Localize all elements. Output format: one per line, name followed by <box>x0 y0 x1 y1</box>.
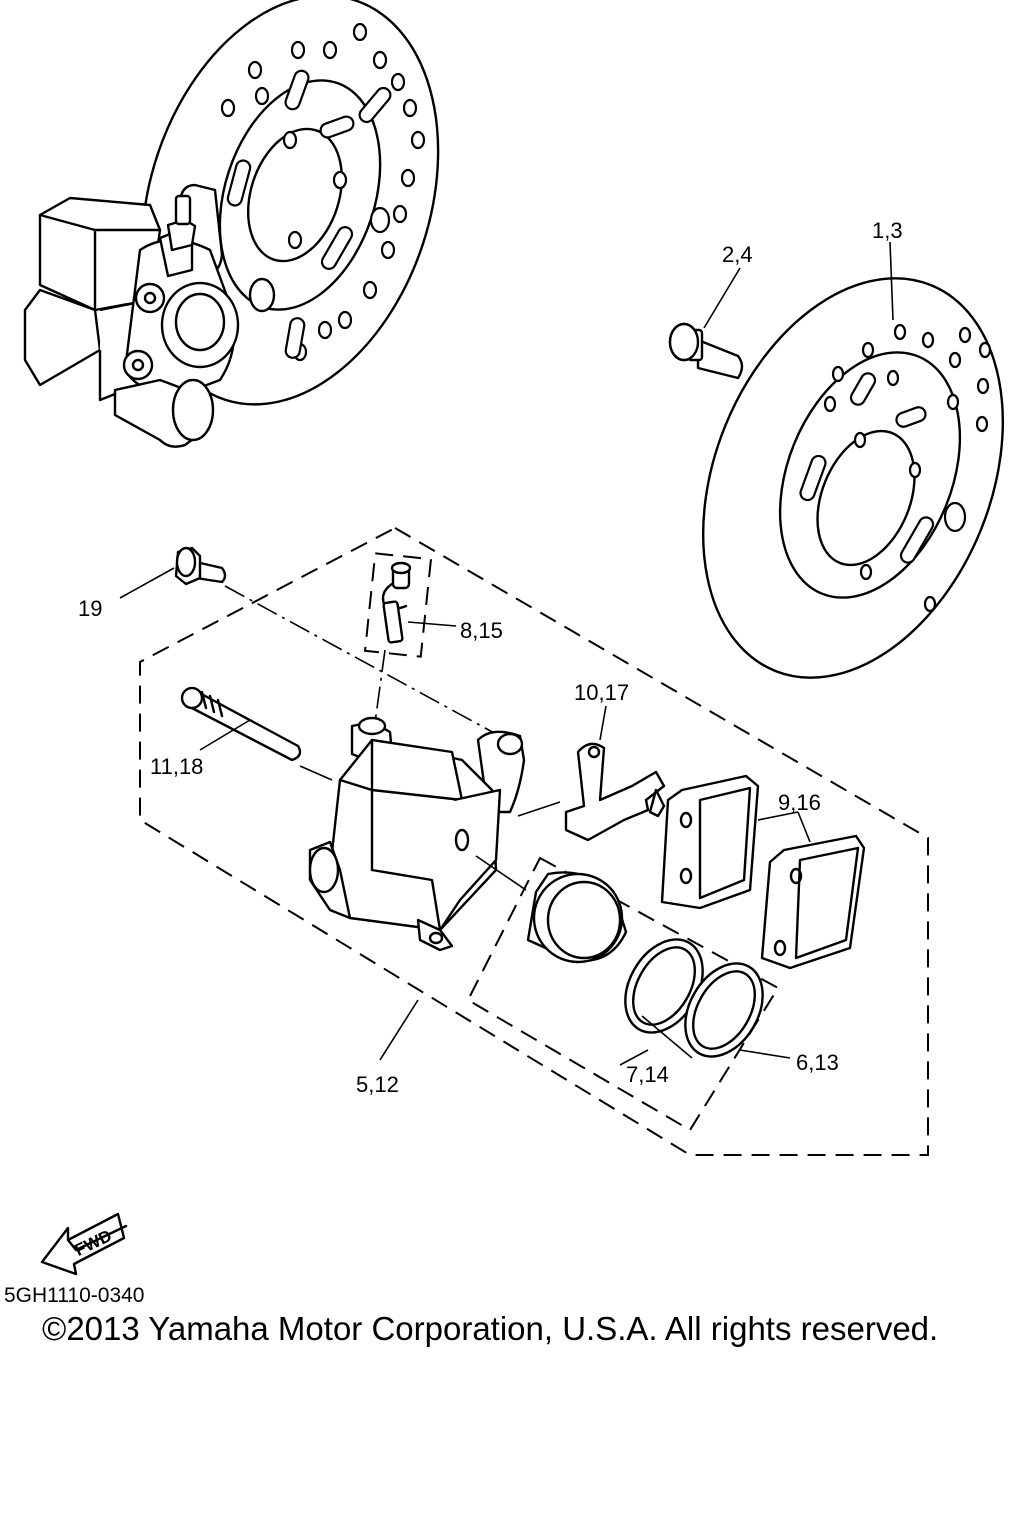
caliper-piston <box>526 871 628 964</box>
pad-pin <box>180 686 302 762</box>
brake-disc <box>701 277 1005 679</box>
drawing-code: 5GH1110-0340 <box>4 1284 145 1307</box>
brake-caliper <box>308 716 526 952</box>
caliper-assembly-boundary <box>139 526 929 1156</box>
brake-pad-front <box>660 774 760 910</box>
callout-pad-pin: 11,18 <box>150 754 203 779</box>
callout-piston-seal: 6,13 <box>796 1050 839 1075</box>
callout-disc-bolt: 2,4 <box>722 242 753 267</box>
mounting-bolt <box>174 546 227 586</box>
callout-disc: 1,3 <box>872 218 903 243</box>
callout-bolt: 19 <box>78 596 102 621</box>
copyright-notice: ©2013 Yamaha Motor Corporation, U.S.A. A… <box>42 1310 939 1347</box>
callout-bleed-screw: 8,15 <box>460 618 503 643</box>
disc-bolt <box>668 322 744 380</box>
forward-arrow-icon: FWD <box>40 1212 128 1276</box>
pad-support <box>564 742 666 842</box>
callout-caliper: 5,12 <box>356 1072 399 1097</box>
callout-pad-spring: 9,16 <box>778 790 821 815</box>
piston-seal <box>684 962 764 1058</box>
bleed-screw <box>381 561 412 644</box>
callout-pad-support: 10,17 <box>574 680 629 705</box>
brake-pad-rear <box>760 834 866 970</box>
piston-kit-boundary <box>466 856 780 1132</box>
leader-lines <box>119 241 894 1066</box>
assembled-brake-caliper <box>23 183 276 448</box>
callout-dust-seal: 7,14 <box>626 1062 669 1087</box>
bleed-screw-boundary <box>363 552 433 658</box>
